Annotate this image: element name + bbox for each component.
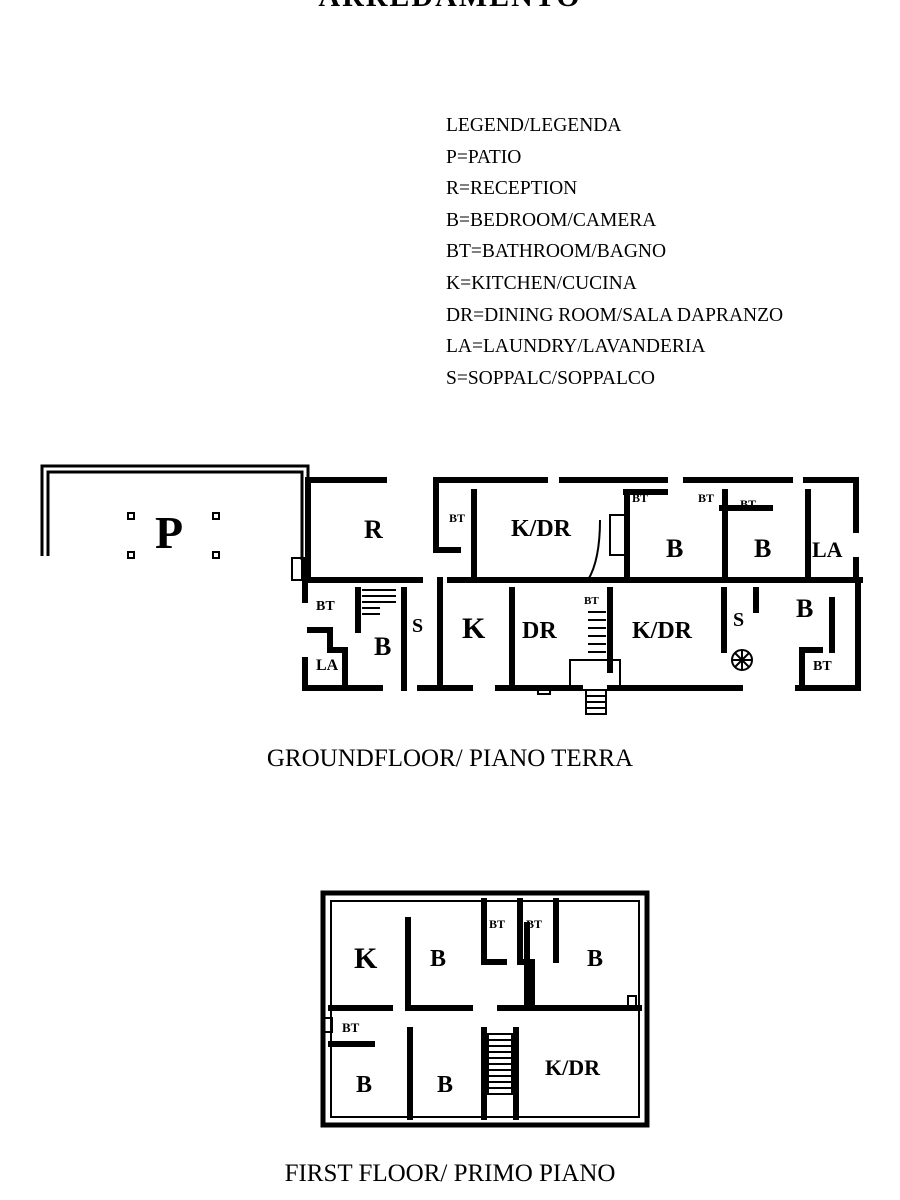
window <box>370 892 620 1126</box>
room-label: BT <box>526 917 542 931</box>
room-label: LA <box>812 537 843 562</box>
room-label: K/DR <box>511 516 572 542</box>
window <box>323 1017 333 1033</box>
patio-outline-inner <box>46 470 304 560</box>
legend-item: S=SOPPALC/SOPPALCO <box>446 367 655 389</box>
room-label: BT <box>813 659 832 674</box>
patio-post <box>127 512 135 520</box>
legend-item: LEGEND/LEGENDA <box>446 115 622 136</box>
room-label: B <box>430 946 446 972</box>
room-label: BT <box>632 491 648 505</box>
room-label: B <box>374 632 391 661</box>
room-label: DR <box>522 618 557 644</box>
legend-item: K=KITCHEN/CUCINA <box>446 272 637 294</box>
window <box>627 995 637 1011</box>
door-swing <box>587 519 601 581</box>
legend-item: P=PATIO <box>446 146 522 168</box>
wall <box>803 477 859 533</box>
groundfloor-plan: P R BT K/DR BT BT BT B B LA BT LA B S K … <box>40 464 863 715</box>
spiral-stair <box>732 650 752 670</box>
room-label: R <box>364 515 383 544</box>
step <box>537 685 551 695</box>
header-clip: ARREDAMENTO <box>0 0 900 14</box>
groundfloor-caption: GROUNDFLOOR/ PIANO TERRA <box>266 745 634 772</box>
wall <box>307 627 348 691</box>
room-label: BT <box>584 595 599 607</box>
room-label: BT <box>698 491 714 505</box>
legend-item: LA=LAUNDRY/LAVANDERIA <box>446 336 706 358</box>
room-label: B <box>356 1072 372 1098</box>
legend-item: DR=DINING ROOM/SALA DAPRANZO <box>446 304 784 326</box>
patio-post <box>127 551 135 559</box>
staircase <box>362 589 396 615</box>
room-label: BT <box>449 511 465 525</box>
room-label: S <box>733 609 744 631</box>
page-title: ARREDAMENTO <box>0 0 900 14</box>
room-label: B <box>666 534 683 563</box>
room-label: K <box>354 942 378 975</box>
staircase <box>488 1039 512 1089</box>
room-label: B <box>796 594 813 623</box>
firstfloor-caption: FIRST FLOOR/ PRIMO PIANO <box>284 1160 616 1187</box>
room-label: B <box>437 1072 453 1098</box>
patio-post <box>212 512 220 520</box>
wall <box>795 583 861 691</box>
patio-post <box>212 551 220 559</box>
staircase <box>588 611 606 653</box>
legend-item: R=RECEPTION <box>446 178 578 200</box>
room-label: P <box>155 507 183 558</box>
porch <box>569 659 621 691</box>
legend: LEGEND/LEGENDA P=PATIO R=RECEPTION B=BED… <box>446 110 783 394</box>
room-label: BT <box>740 497 756 511</box>
window <box>291 557 303 581</box>
room-label: LA <box>316 657 339 674</box>
room-label: K <box>462 612 486 645</box>
room-label: S <box>412 615 423 637</box>
room-label: B <box>754 534 771 563</box>
firstfloor-plan: K B BT BT B BT B B K/DR <box>320 890 650 1128</box>
room-label: BT <box>489 917 505 931</box>
room-label: BT <box>316 599 335 614</box>
entry-steps <box>586 695 606 709</box>
legend-item: BT=BATHROOM/BAGNO <box>446 241 667 263</box>
kitchen-counter <box>609 514 627 556</box>
room-label: B <box>587 946 603 972</box>
room-label: K/DR <box>632 618 693 644</box>
wall <box>302 657 383 691</box>
room-label: K/DR <box>545 1055 601 1080</box>
room-label: BT <box>342 1020 360 1035</box>
legend-item: B=BEDROOM/CAMERA <box>446 209 657 231</box>
outer-wall <box>320 890 650 1128</box>
